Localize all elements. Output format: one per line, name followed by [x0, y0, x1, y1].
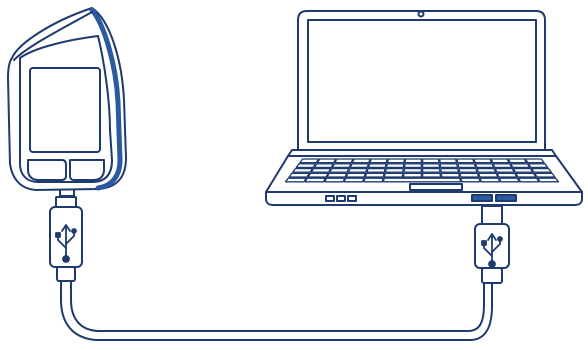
keyboard-key	[348, 169, 367, 173]
keyboard-key	[327, 173, 346, 177]
keyboard-key	[491, 159, 509, 163]
keyboard-key	[474, 159, 491, 163]
device-right-button	[70, 160, 104, 180]
keyboard-key	[332, 164, 350, 168]
keyboard-key	[286, 178, 307, 182]
laptop-port-3	[348, 196, 356, 201]
keyboard-key	[305, 178, 325, 182]
keyboard-key	[525, 159, 544, 163]
keyboard-key	[457, 159, 474, 163]
keyboard-key	[344, 178, 364, 182]
keyboard-key	[423, 164, 440, 168]
keyboard-key	[440, 164, 457, 168]
keyboard-key	[335, 159, 353, 163]
keyboard-key	[423, 173, 441, 177]
usb-symbol-icon	[482, 234, 502, 267]
keyboard-key	[405, 164, 422, 168]
keyboard-key	[480, 178, 500, 182]
device-screen	[30, 68, 100, 152]
usb-symbol-icon	[56, 225, 76, 262]
keyboard-key	[404, 169, 421, 173]
keyboard-key	[308, 173, 328, 177]
keyboard-key	[479, 173, 498, 177]
keyboard-key	[289, 173, 309, 177]
keyboard-key	[423, 159, 439, 163]
keyboard-key	[476, 164, 494, 168]
keyboard-key	[511, 164, 530, 168]
laptop-screen	[308, 20, 536, 142]
keyboard-key	[367, 169, 385, 173]
keyboard-key	[529, 164, 548, 168]
keyboard-key	[519, 178, 539, 182]
laptop-usb-port-1	[472, 195, 492, 201]
left-usb-connector	[50, 197, 82, 281]
keyboard-key	[495, 169, 514, 173]
usb-cable-icon	[61, 281, 492, 340]
keyboard-key	[387, 164, 404, 168]
keyboard-key	[385, 169, 403, 173]
keyboard-key	[325, 178, 345, 182]
laptop-keyboard	[286, 159, 559, 182]
keyboard-key	[538, 178, 559, 182]
right-usb-connector	[475, 206, 509, 283]
keyboard-key	[293, 169, 313, 173]
keyboard-key	[384, 173, 402, 177]
keyboard-key	[477, 169, 496, 173]
keyboard-key	[346, 173, 365, 177]
keyboard-key	[458, 164, 476, 168]
keyboard-key	[317, 159, 335, 163]
keyboard-key	[493, 164, 511, 168]
keyboard-key	[441, 169, 459, 173]
keyboard-key	[423, 169, 440, 173]
keyboard-key	[300, 159, 319, 163]
keyboard-key	[364, 178, 383, 182]
laptop-camera	[419, 12, 424, 17]
laptop-port-1	[326, 196, 334, 201]
keyboard-key	[405, 159, 421, 163]
keyboard-key	[532, 169, 552, 173]
keyboard-key	[311, 169, 330, 173]
keyboard-key	[513, 169, 532, 173]
keyboard-key	[365, 173, 384, 177]
keyboard-key	[440, 159, 457, 163]
keyboard-key	[497, 173, 516, 177]
laptop-usb-port-2	[496, 195, 516, 201]
keyboard-key	[314, 164, 333, 168]
keyboard-key	[460, 173, 479, 177]
keyboard-key	[535, 173, 555, 177]
device-left-button	[28, 160, 66, 180]
laptop-port-2	[337, 196, 345, 201]
keyboard-key	[330, 169, 349, 173]
keyboard-key	[516, 173, 536, 177]
laptop-trackpad	[410, 184, 462, 190]
keyboard-key	[370, 159, 387, 163]
keyboard-key	[404, 173, 422, 177]
keyboard-key	[350, 164, 368, 168]
device-icon	[8, 8, 126, 196]
keyboard-key	[461, 178, 480, 182]
keyboard-key	[499, 178, 519, 182]
keyboard-key	[388, 159, 405, 163]
keyboard-key	[508, 159, 526, 163]
keyboard-key	[441, 173, 459, 177]
keyboard-key	[383, 178, 460, 182]
keyboard-key	[352, 159, 369, 163]
keyboard-key	[368, 164, 386, 168]
keyboard-key	[296, 164, 315, 168]
keyboard-key	[459, 169, 477, 173]
